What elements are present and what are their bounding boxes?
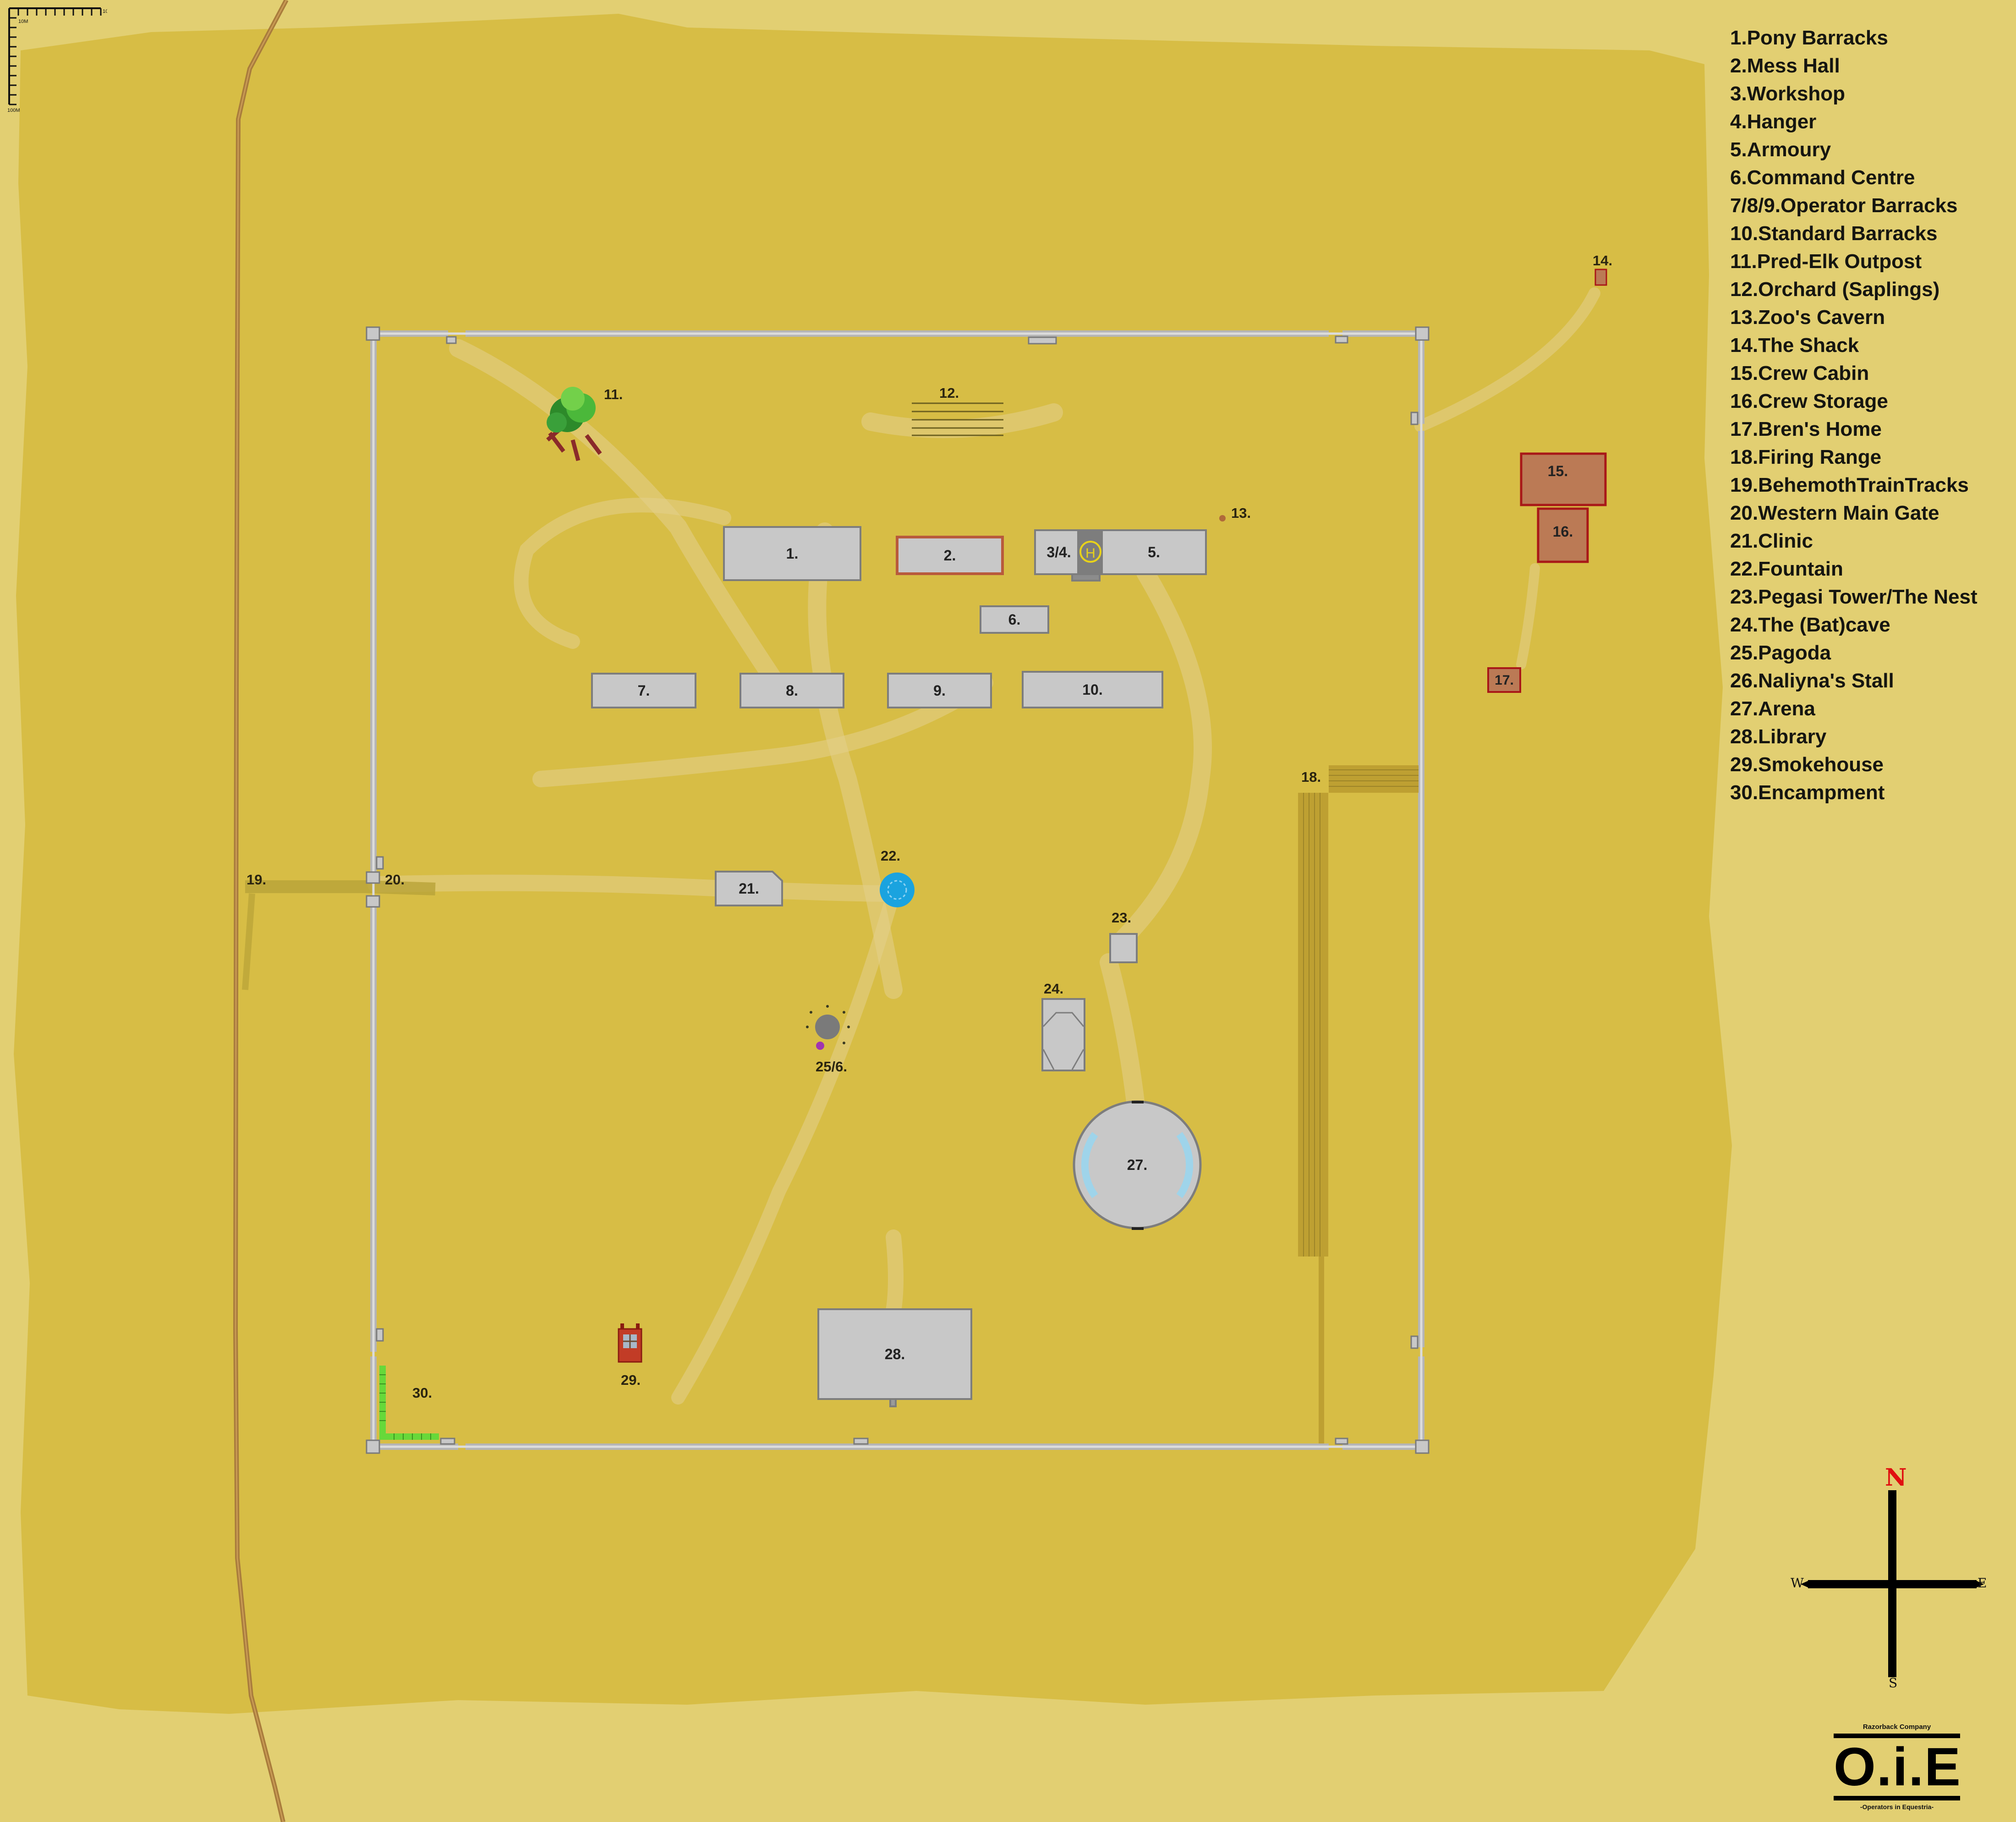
spur-track [245, 880, 436, 895]
command-centre [980, 605, 1049, 634]
legend-item: 7/8/9.Operator Barracks [1730, 194, 1958, 217]
company-logo: Razorback Company O.i.E -Operators in Eq… [1828, 1723, 1966, 1811]
pagoda-icon [806, 1005, 850, 1050]
legend-item: 2.Mess Hall [1730, 55, 1840, 77]
map-legend: 1.Pony Barracks 2.Mess Hall 3.Workshop 4… [1730, 24, 1978, 807]
operator-barracks-8 [740, 673, 844, 708]
legend-item: 16.Crew Storage [1730, 390, 1888, 412]
legend-item: 22.Fountain [1730, 558, 1843, 580]
legend-item: 29.Smokehouse [1730, 753, 1884, 776]
marker-29: 29. [621, 1372, 641, 1388]
legend-item: 5.Armoury [1730, 138, 1831, 161]
legend-item: 20.Western Main Gate [1730, 502, 1939, 524]
compass-south: S [1889, 1675, 1898, 1690]
legend-item: 12.Orchard (Saplings) [1730, 278, 1940, 301]
legend-item: 15.Crew Cabin [1730, 362, 1869, 384]
compass-east: E [1978, 1575, 1987, 1591]
marker-19: 19. [247, 872, 267, 888]
brens-home [1487, 667, 1521, 693]
path-south [671, 887, 900, 1405]
clinic [715, 871, 783, 906]
legend-item: 28.Library [1730, 725, 1827, 748]
marker-14: 14. [1593, 252, 1613, 269]
logo-company: Razorback Company [1863, 1723, 1931, 1731]
legend-item: 30.Encampment [1730, 781, 1885, 804]
helipad-icon [1079, 541, 1101, 563]
buildings [591, 526, 1207, 1407]
scale-v-label: 100M [7, 108, 20, 113]
legend-item: 21.Clinic [1730, 530, 1813, 552]
legend-item: 3.Workshop [1730, 82, 1846, 105]
marker-30: 30. [412, 1385, 433, 1401]
scale-h-label: 100M [103, 9, 107, 14]
legend-item: 6.Command Centre [1730, 166, 1915, 189]
path-gate [367, 874, 902, 902]
zoos-cavern [1219, 515, 1226, 521]
wall-towers [366, 326, 1430, 1454]
armoury [1101, 529, 1207, 575]
marker-11: 11. [604, 386, 623, 402]
legend-item: 10.Standard Barracks [1730, 222, 1938, 245]
marker-12: 12. [939, 385, 959, 401]
helipad-letter: H [1085, 546, 1096, 561]
legend-item: 11.Pred-Elk Outpost [1730, 250, 1922, 273]
path-center [808, 522, 903, 999]
legend-item: 27.Arena [1730, 697, 1815, 720]
smokehouse-icon [618, 1323, 642, 1363]
path-arena [1100, 953, 1145, 1118]
path-ne [1414, 287, 1600, 432]
marker-24: 24. [1044, 981, 1064, 997]
legend-item: 4.Hanger [1730, 110, 1817, 133]
crew-buildings [1487, 269, 1607, 693]
workshop-hanger [1034, 529, 1079, 575]
legend-item: 17.Bren's Home [1730, 418, 1882, 440]
compass-west: W [1791, 1575, 1804, 1591]
legend-item: 24.The (Bat)cave [1730, 614, 1890, 636]
scale-v-top-label: 10M [18, 19, 28, 24]
marker-20: 20. [385, 872, 405, 888]
path-west [532, 675, 993, 787]
path-crew [1516, 563, 1540, 670]
path-east [1113, 564, 1212, 949]
operator-barracks-7 [591, 673, 696, 708]
encampment-fence [379, 1366, 439, 1440]
legend-item: 13.Zoo's Cavern [1730, 306, 1885, 329]
pegasi-tower [1109, 933, 1138, 963]
marker-13: 13. [1231, 505, 1251, 521]
marker-25-26: 25/6. [816, 1059, 847, 1075]
marker-22: 22. [881, 848, 901, 864]
logo-subtitle: -Operators in Equestria- [1860, 1803, 1934, 1811]
compass-north: N [1885, 1464, 1907, 1492]
pred-elk-outpost [546, 387, 602, 461]
batcave [1041, 998, 1085, 1071]
marker-23: 23. [1112, 910, 1132, 926]
pony-barracks [723, 526, 861, 581]
fountain-icon [880, 873, 915, 907]
legend-item: 26.Naliyna's Stall [1730, 670, 1894, 692]
logo-title: O.i.E [1834, 1734, 1961, 1800]
legend-item: 1.Pony Barracks [1730, 27, 1888, 49]
legend-item: 25.Pagoda [1730, 642, 1831, 664]
marker-18: 18. [1301, 769, 1321, 785]
legend-item: 18.Firing Range [1730, 446, 1882, 468]
arena [1073, 1100, 1202, 1230]
crew-storage [1537, 507, 1589, 563]
operator-barracks-9 [887, 673, 992, 708]
scale-bar: 100M 10M 100M [6, 5, 115, 115]
compass-rose: N S E W [1787, 1464, 1998, 1696]
crew-cabin [1520, 452, 1607, 506]
path-loop [514, 498, 731, 649]
legend-item: 23.Pegasi Tower/The Nest [1730, 586, 1978, 608]
standard-barracks [1022, 671, 1163, 708]
orchard-rows [912, 402, 1003, 436]
legend-item: 14.The Shack [1730, 334, 1859, 357]
the-shack [1594, 269, 1607, 286]
path-library [886, 1229, 904, 1318]
legend-item: 19.BehemothTrainTracks [1730, 474, 1969, 496]
library [817, 1308, 972, 1400]
mess-hall [896, 536, 1004, 575]
